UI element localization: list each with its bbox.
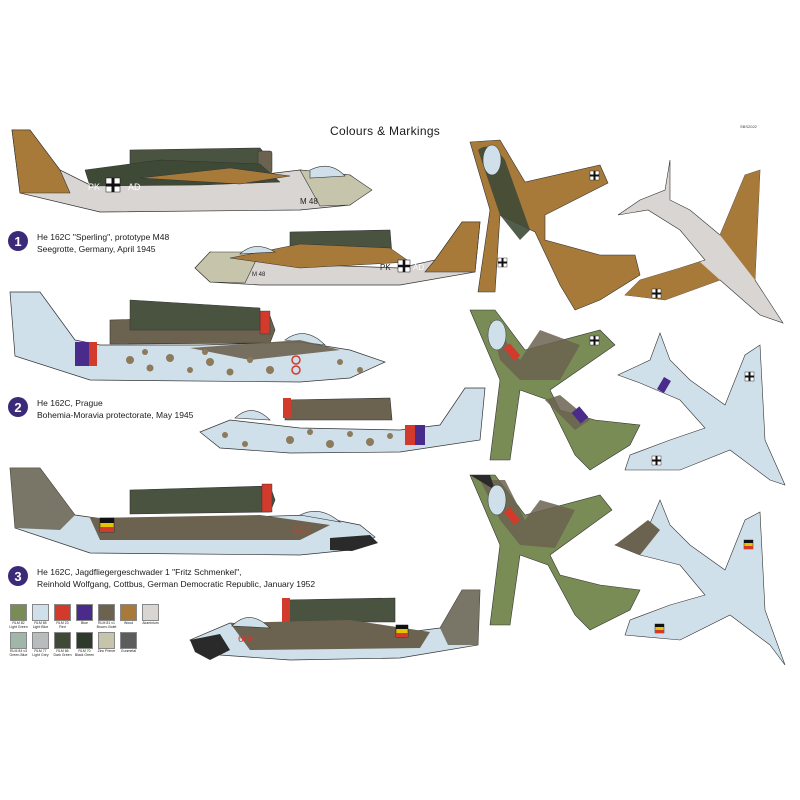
scheme-number: 1 (8, 231, 28, 251)
ddr-number: 666 (292, 525, 310, 537)
swatch-colour (76, 632, 93, 649)
swatch-name: Light Grey (32, 653, 49, 657)
swatch-colour (32, 632, 49, 649)
swatch-colour (98, 632, 115, 649)
bottomview-2 (617, 332, 786, 486)
swatch-name: Light Green (9, 625, 28, 629)
topview-2 (469, 309, 641, 471)
sheet-code: SBS2022 (740, 124, 757, 129)
swatch-colour (54, 604, 71, 621)
scheme-text: He 162C "Sperling", prototype M48 Seegro… (37, 231, 169, 255)
colour-swatch: Gunmetal (120, 632, 137, 657)
scheme-line: He 162C "Sperling", prototype M48 (37, 232, 170, 242)
scheme-line: Seegrotte, Germany, April 1945 (37, 244, 156, 254)
scheme-line: Reinhold Wolfgang, Cottbus, German Democ… (37, 579, 316, 589)
swatch-code: RLM 70 (78, 649, 91, 653)
code-left: PK (88, 182, 100, 192)
profile-1-lower: PK AD M 48 (194, 221, 481, 286)
profile-3-lower: 666 (189, 589, 481, 661)
code-right: AD (128, 182, 141, 192)
swatch-code: RLM 82 (12, 621, 25, 625)
swatch-name: Light Blue (32, 625, 49, 629)
bottomview-3 (614, 499, 786, 666)
code-right-2: AD (413, 263, 424, 272)
swatch-colour (120, 632, 137, 649)
swatch-name: Black Green (74, 653, 95, 657)
colour-swatch: Blue (76, 604, 93, 629)
swatch-name: Brown-Violet (96, 625, 117, 629)
swatch-name: Blue (80, 621, 88, 625)
profile-3-upper: 666 (9, 467, 378, 556)
code-left-2: PK (380, 263, 391, 272)
swatch-colour (76, 604, 93, 621)
scheme-line: Bohemia-Moravia protectorate, May 1945 (37, 410, 194, 420)
swatch-code: RLM 81 v1 (98, 621, 115, 625)
fuselage-number: M 48 (300, 197, 318, 206)
swatch-colour (142, 604, 159, 621)
swatch-name: Aluminium (142, 621, 159, 625)
topview-3 (469, 474, 641, 631)
swatch-name: Dark Green (53, 653, 72, 657)
swatch-name: Zinc Primer (97, 649, 116, 653)
fuselage-number-2: M 48 (252, 272, 266, 278)
swatch-colour (120, 604, 137, 621)
swatch-colour (32, 604, 49, 621)
colour-swatch: Aluminium (142, 604, 159, 629)
scheme-text: He 162C, Jagdfliegergeschwader 1 "Fritz … (37, 566, 315, 590)
scheme-line: He 162C, Prague (37, 398, 103, 408)
swatch-colour (10, 632, 27, 649)
bottomview-1 (617, 159, 784, 324)
scheme-text: He 162C, Prague Bohemia-Moravia protecto… (37, 397, 193, 421)
colour-swatch: Wood (120, 604, 137, 629)
swatch-code: RLM 65 (34, 621, 47, 625)
swatch-name: Green-Blue (9, 653, 28, 657)
scheme-number: 3 (8, 566, 28, 586)
profile-1-upper: PK AD M 48 (11, 129, 373, 213)
colour-swatch: Zinc Primer (98, 632, 115, 657)
swatch-code: RLM 23 (56, 621, 69, 625)
swatch-code: RLM 77 (34, 649, 47, 653)
swatch-name: Wood (123, 621, 134, 625)
swatch-name: Red (59, 625, 66, 629)
swatch-name: Gunmetal (120, 649, 137, 653)
swatch-code: RLM 66 (56, 649, 69, 653)
profile-2-upper (9, 291, 386, 383)
scheme-line: He 162C, Jagdfliegergeschwader 1 "Fritz … (37, 567, 242, 577)
swatch-colour (98, 604, 115, 621)
scheme-number: 2 (8, 397, 28, 417)
profile-2-lower (199, 387, 486, 454)
swatch-colour (10, 604, 27, 621)
topview-1 (469, 139, 641, 311)
swatch-code: RLM 84 v3 (10, 649, 27, 653)
page-title: Colours & Markings (330, 124, 441, 138)
ddr-number-2: 666 (238, 634, 255, 645)
swatch-colour (54, 632, 71, 649)
